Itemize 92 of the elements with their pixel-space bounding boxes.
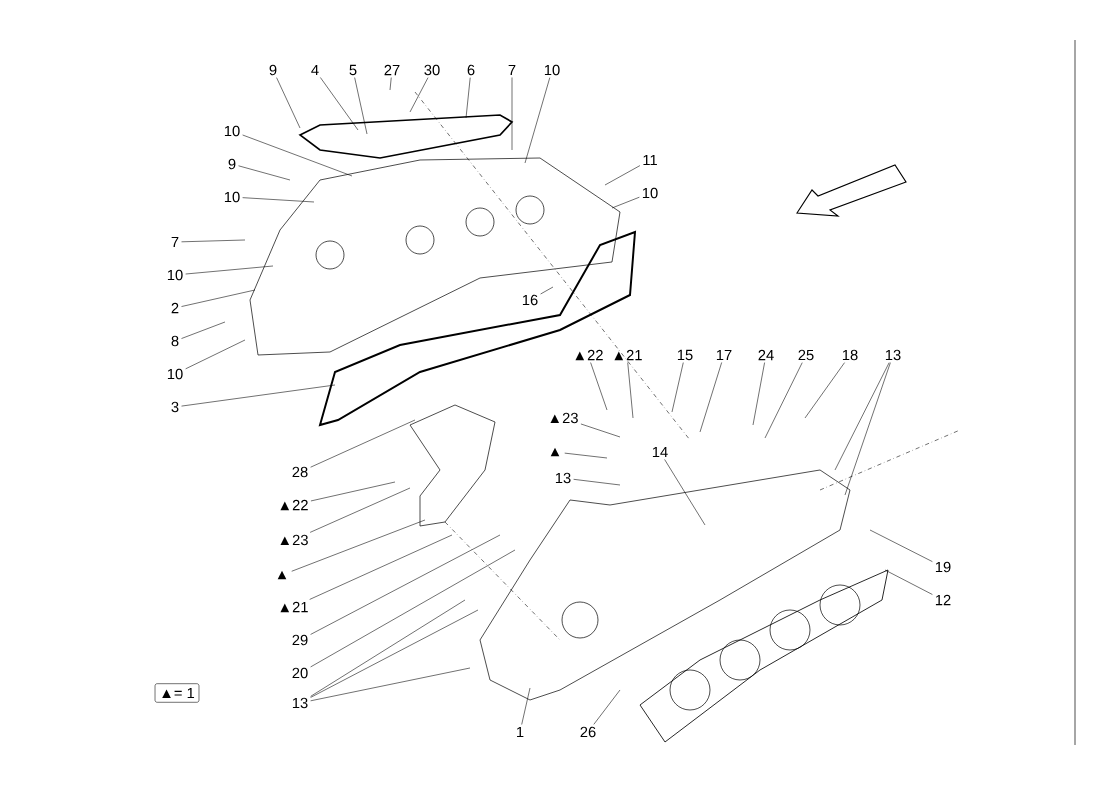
callout-number: ▲23 (280, 534, 308, 546)
callout-number: 16 (522, 294, 538, 306)
callout-number: 25 (798, 349, 814, 361)
leader-line (310, 609, 479, 698)
leader-line (181, 239, 246, 243)
leader-line (242, 134, 353, 177)
callout-number: 10 (544, 64, 560, 76)
callout-number: 7 (508, 64, 516, 76)
leader-line (181, 289, 256, 307)
leader-line (593, 689, 621, 725)
callout-number: 9 (228, 158, 236, 170)
callout-number: 13 (555, 472, 571, 484)
leader-line (354, 77, 368, 135)
callout-number: 26 (580, 726, 596, 738)
leader-line (627, 362, 634, 419)
callout-number: 20 (292, 667, 308, 679)
leader-line (671, 362, 684, 413)
callout-number: 10 (167, 269, 183, 281)
leader-line (465, 77, 471, 119)
callout-number: ▲22 (280, 499, 308, 511)
leader-line (540, 286, 554, 295)
leader-line (181, 384, 336, 407)
leader-line (611, 196, 640, 209)
callout-number: 4 (311, 64, 319, 76)
leader-line (573, 479, 621, 486)
leader-line (699, 362, 722, 433)
callout-number: 6 (467, 64, 475, 76)
leader-line (238, 165, 291, 181)
callout-number: 14 (652, 446, 668, 458)
leader-line (884, 569, 933, 595)
leader-line (291, 519, 426, 572)
callout-number: 30 (424, 64, 440, 76)
callout-number: 18 (842, 349, 858, 361)
callout-number: 10 (224, 125, 240, 137)
callout-number: ▲21 (280, 601, 308, 613)
callout-number: 10 (224, 191, 240, 203)
leader-line (185, 339, 246, 370)
leader-line (511, 77, 513, 151)
leader-line (752, 362, 765, 426)
leader-line (310, 534, 501, 635)
leader-line (185, 265, 274, 275)
leader-line (320, 77, 359, 131)
leader-line (869, 529, 933, 562)
leader-line (310, 667, 471, 702)
callout-number: 11 (643, 154, 657, 166)
leader-line (310, 599, 466, 697)
leader-line (409, 77, 429, 113)
leader-line (310, 549, 516, 668)
callout-number: ▲22 (575, 349, 603, 361)
callout-number: 3 (171, 401, 179, 413)
leader-line (389, 77, 392, 91)
callout-number: 15 (677, 349, 693, 361)
callout-number: 12 (935, 594, 951, 606)
callout-number: ▲23 (550, 412, 578, 424)
leader-line (664, 459, 706, 526)
callout-number: 24 (758, 349, 774, 361)
leader-line (524, 77, 551, 164)
leader-line (309, 487, 411, 533)
leader-line (309, 534, 453, 600)
callout-number: 29 (292, 634, 308, 646)
callout-number: 7 (171, 236, 179, 248)
leader-line (310, 481, 396, 502)
callout-number: 28 (292, 466, 308, 478)
leader-line (564, 452, 608, 459)
callout-number: 17 (716, 349, 732, 361)
callout-number: 13 (885, 349, 901, 361)
leader-line (834, 362, 890, 471)
callout-number: ▲ (277, 570, 287, 580)
callout-number: 13 (292, 697, 308, 709)
leader-line (590, 362, 608, 411)
legend-box: ▲= 1 (154, 683, 200, 703)
leader-line (580, 423, 621, 438)
callout-number: 1 (517, 726, 524, 738)
callout-number: 2 (171, 302, 179, 314)
callout-number: 9 (269, 64, 277, 76)
callout-number: 8 (171, 335, 179, 347)
leader-line (521, 687, 531, 725)
leader-line (181, 321, 226, 339)
leader-line (276, 77, 301, 129)
callout-number: ▲21 (614, 349, 642, 361)
callout-number: 10 (167, 368, 183, 380)
leader-line (604, 165, 641, 186)
callout-number: ▲ (550, 447, 560, 457)
leader-line (242, 197, 315, 203)
callout-number: 10 (642, 187, 658, 199)
callout-number: 5 (349, 64, 357, 76)
leader-line (804, 362, 845, 419)
leader-line (764, 362, 803, 439)
callout-number: 27 (384, 64, 400, 76)
leader-line (844, 362, 891, 496)
callout-number: 19 (935, 561, 951, 573)
leader-line (310, 419, 416, 468)
